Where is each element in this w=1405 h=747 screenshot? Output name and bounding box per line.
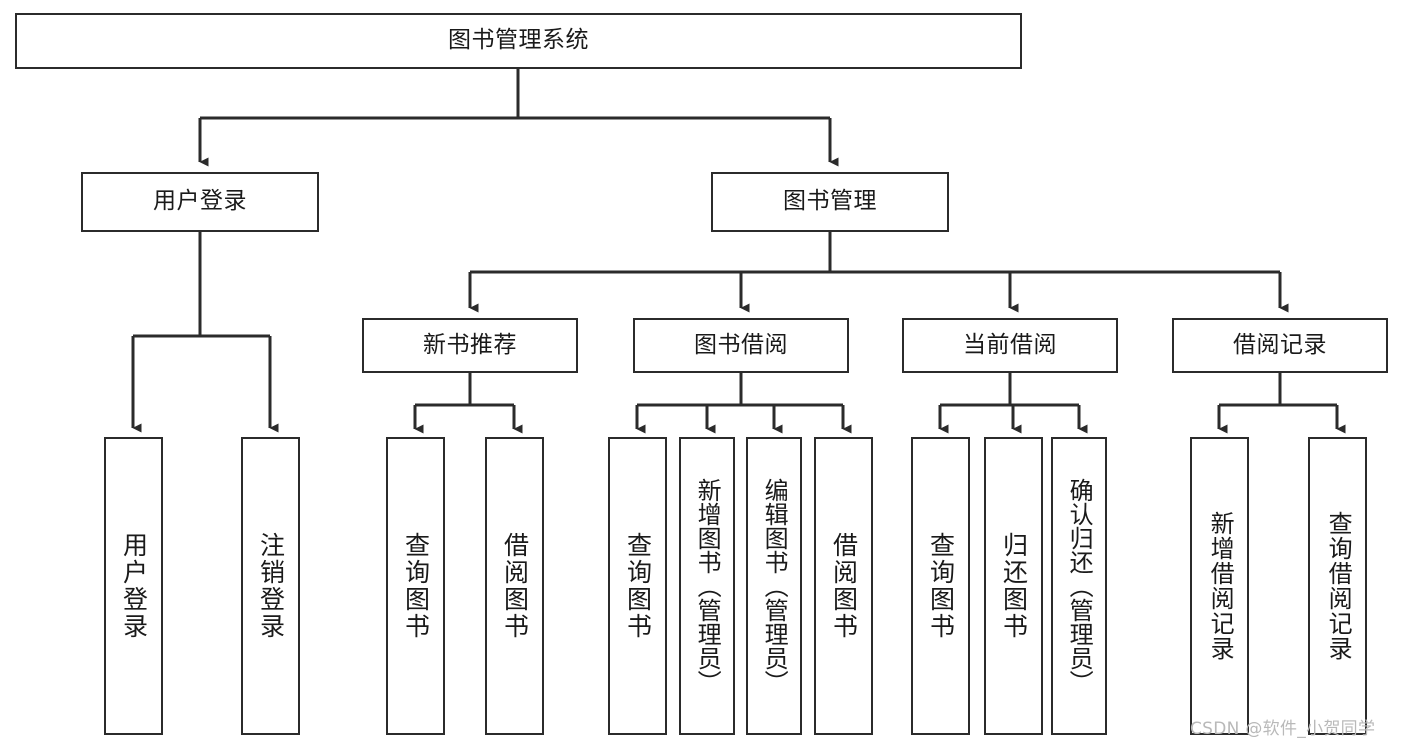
leaf-query-book-borrow[interactable]: 查询图书 — [608, 437, 667, 735]
leaf-query-borrow-record[interactable]: 查询借阅记录 — [1308, 437, 1367, 735]
leaf-borrow-book-recommend[interactable]: 借阅图书 — [485, 437, 544, 735]
leaf-return-book[interactable]: 归还图书 — [984, 437, 1043, 735]
node-root-system[interactable]: 图书管理系统 — [15, 13, 1022, 69]
leaf-query-book-current[interactable]: 查询图书 — [911, 437, 970, 735]
leaf-confirm-return-admin[interactable]: 确认归还（管理员） — [1051, 437, 1107, 735]
node-book-management[interactable]: 图书管理 — [711, 172, 949, 232]
leaf-logout-login[interactable]: 注销登录 — [241, 437, 300, 735]
leaf-query-book-recommend[interactable]: 查询图书 — [386, 437, 445, 735]
leaf-edit-book-admin[interactable]: 编辑图书（管理员） — [746, 437, 802, 735]
leaf-borrow-book-borrow[interactable]: 借阅图书 — [814, 437, 873, 735]
node-book-borrow[interactable]: 图书借阅 — [633, 318, 849, 373]
node-borrow-record[interactable]: 借阅记录 — [1172, 318, 1388, 373]
leaf-add-book-admin[interactable]: 新增图书（管理员） — [679, 437, 735, 735]
node-new-book-recommend[interactable]: 新书推荐 — [362, 318, 578, 373]
node-user-login[interactable]: 用户登录 — [81, 172, 319, 232]
leaf-user-login[interactable]: 用户登录 — [104, 437, 163, 735]
leaf-add-borrow-record[interactable]: 新增借阅记录 — [1190, 437, 1249, 735]
node-current-borrow[interactable]: 当前借阅 — [902, 318, 1118, 373]
